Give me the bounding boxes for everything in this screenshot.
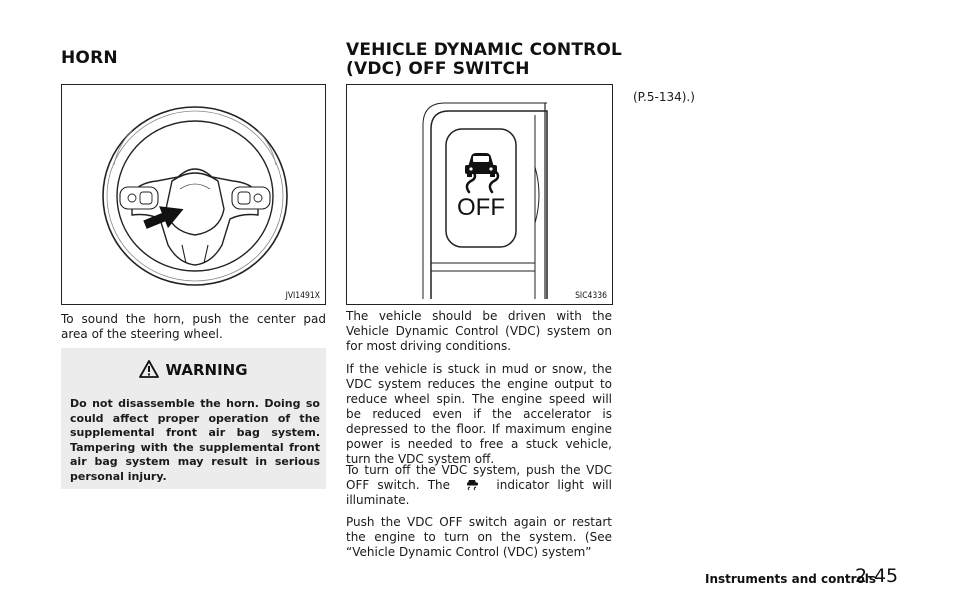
figure-code: SIC4336 [575, 291, 607, 301]
vdc-paragraph-4: Push the VDC OFF switch again or restart… [346, 515, 612, 559]
skid-marks-icon [465, 171, 500, 194]
page-number: 2-45 [855, 565, 899, 587]
vdc-switch-illustration: OFF [422, 102, 548, 299]
warning-heading-label: WARNING [165, 361, 248, 379]
continuation-text: (P.5-134).) [633, 90, 695, 104]
section-title-horn: HORN [61, 48, 118, 68]
steering-wheel-illustration [102, 106, 288, 286]
vdc-paragraph-3-start: To turn off the VDC system, push the VDC… [346, 463, 612, 492]
switch-off-label: OFF [457, 194, 505, 221]
vdc-paragraph-2: If the vehicle is stuck in mud or snow, … [346, 362, 612, 466]
warning-box: WARNING Do not disassemble the horn. Doi… [61, 348, 326, 489]
steering-wheel-figure: JVI1491X [61, 84, 326, 305]
section-title-vdc-line1: VEHICLE DYNAMIC CONTROL [346, 40, 623, 60]
section-title-vdc-line2: (VDC) OFF SWITCH [346, 59, 530, 79]
section-title-vdc: VEHICLE DYNAMIC CONTROL (VDC) OFF SWITCH [346, 41, 622, 79]
vdc-paragraph-3-end: indicator light will illuminate. [346, 478, 612, 507]
vdc-switch-figure: OFF SIC4336 [346, 84, 613, 305]
warning-heading: WARNING [61, 360, 326, 379]
footer-section-label: Instruments and controls [705, 572, 877, 586]
warning-text: Do not disassemble the horn. Doing so co… [70, 397, 320, 483]
vdc-paragraph-3: To turn off the VDC system, push the VDC… [346, 463, 612, 508]
horn-instruction: To sound the horn, push the center pad a… [61, 312, 326, 341]
warning-triangle-icon [139, 360, 160, 378]
figure-code: JVI1491X [285, 291, 320, 301]
vdc-car-icon [465, 153, 497, 177]
vdc-off-indicator-icon [467, 480, 479, 491]
vdc-paragraph-1: The vehicle should be driven with the Ve… [346, 309, 612, 353]
